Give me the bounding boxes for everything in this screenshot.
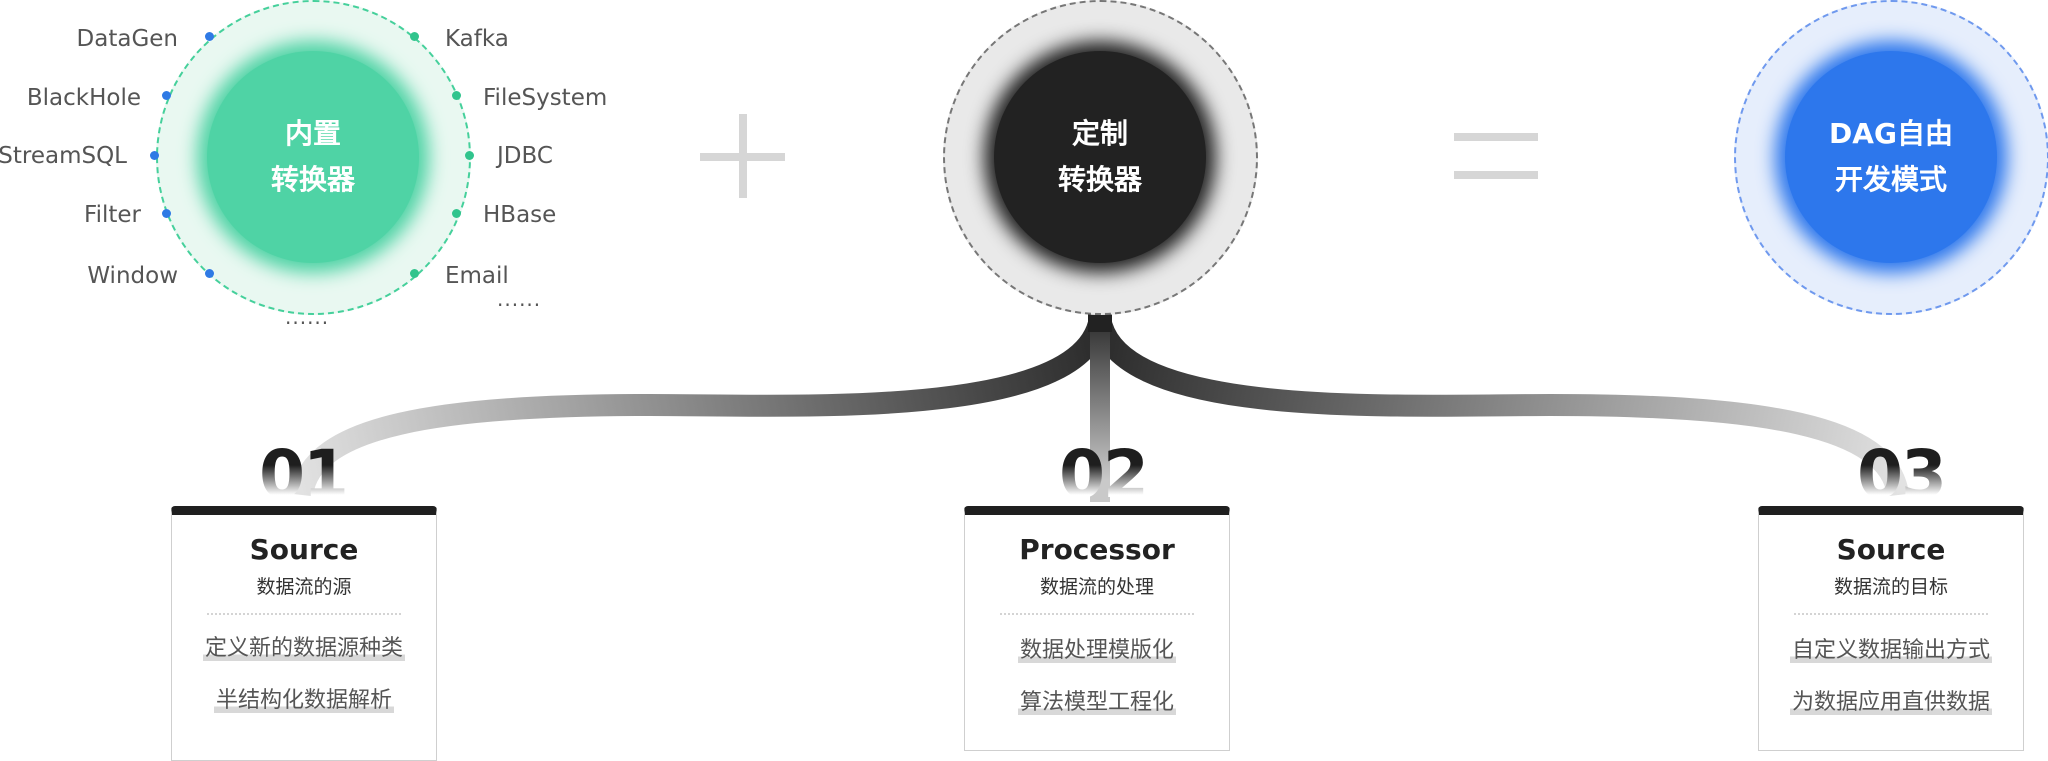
dot-streamsql	[150, 151, 159, 160]
builtin-item-kafka: Kafka	[445, 26, 509, 52]
builtin-item-streamsql: StreamSQL	[0, 143, 127, 169]
card-number-03: 03	[1831, 442, 1971, 508]
builtin-item-email: Email	[445, 263, 509, 289]
builtin-item-hbase: HBase	[483, 202, 557, 228]
card-item: 自定义数据输出方式	[1789, 637, 1992, 665]
card-sink: Source 数据流的目标 自定义数据输出方式 为数据应用直供数据	[1758, 506, 2024, 751]
card-subtitle: 数据流的源	[256, 576, 352, 598]
dot-window	[205, 269, 214, 278]
custom-title-line1: 定制	[1071, 117, 1128, 150]
plus-vertical-bar	[739, 114, 747, 198]
card-item: 半结构化数据解析	[213, 687, 394, 715]
connector-middle	[1090, 312, 1110, 502]
dot-blackhole	[162, 91, 171, 100]
card-item: 定义新的数据源种类	[202, 635, 405, 663]
card-item: 数据处理模版化	[1017, 637, 1176, 665]
builtin-transformer-circle: 内置 转换器	[207, 51, 419, 263]
dot-kafka	[410, 32, 419, 41]
dag-mode-circle: DAG自由 开发模式	[1785, 51, 1997, 263]
builtin-item-datagen: DataGen	[76, 26, 178, 52]
custom-transformer-circle: 定制 转换器	[994, 51, 1206, 263]
dot-datagen	[205, 32, 214, 41]
card-item: 为数据应用直供数据	[1789, 689, 1992, 717]
card-title: Source	[249, 533, 359, 566]
card-processor: Processor 数据流的处理 数据处理模版化 算法模型工程化	[964, 506, 1230, 751]
card-title: Source	[1836, 533, 1946, 566]
dot-hbase	[452, 209, 461, 218]
builtin-item-filesystem: FileSystem	[483, 85, 608, 111]
card-number-02: 02	[1033, 442, 1173, 508]
builtin-item-window: Window	[87, 263, 178, 289]
card-title: Processor	[1019, 533, 1175, 566]
dot-filesystem	[452, 91, 461, 100]
builtin-more-bottom: ......	[285, 305, 330, 329]
custom-title-line2: 转换器	[1057, 163, 1142, 196]
dag-title-line1: DAG自由	[1829, 117, 1953, 150]
dag-title-line2: 开发模式	[1834, 163, 1947, 196]
dot-filter	[162, 209, 171, 218]
card-divider	[207, 613, 401, 615]
builtin-item-jdbc: JDBC	[497, 143, 553, 169]
builtin-title-line1: 内置	[284, 117, 341, 150]
card-subtitle: 数据流的处理	[1039, 576, 1154, 598]
builtin-item-filter: Filter	[84, 202, 141, 228]
card-divider	[1000, 613, 1194, 615]
card-source: Source 数据流的源 定义新的数据源种类 半结构化数据解析	[171, 506, 437, 761]
card-divider	[1794, 613, 1988, 615]
connector-right	[1089, 315, 1909, 498]
dot-email	[410, 269, 419, 278]
dot-jdbc	[465, 151, 474, 160]
connector-left	[291, 315, 1111, 498]
builtin-title-line2: 转换器	[270, 163, 355, 196]
card-number-01: 01	[233, 442, 373, 508]
card-item: 算法模型工程化	[1017, 689, 1176, 717]
connector-root	[1088, 312, 1112, 332]
equals-bottom-bar	[1454, 171, 1538, 179]
builtin-item-blackhole: BlackHole	[26, 85, 141, 111]
builtin-more-right: ......	[497, 287, 542, 311]
equals-top-bar	[1454, 133, 1538, 141]
card-subtitle: 数据流的目标	[1833, 576, 1948, 598]
